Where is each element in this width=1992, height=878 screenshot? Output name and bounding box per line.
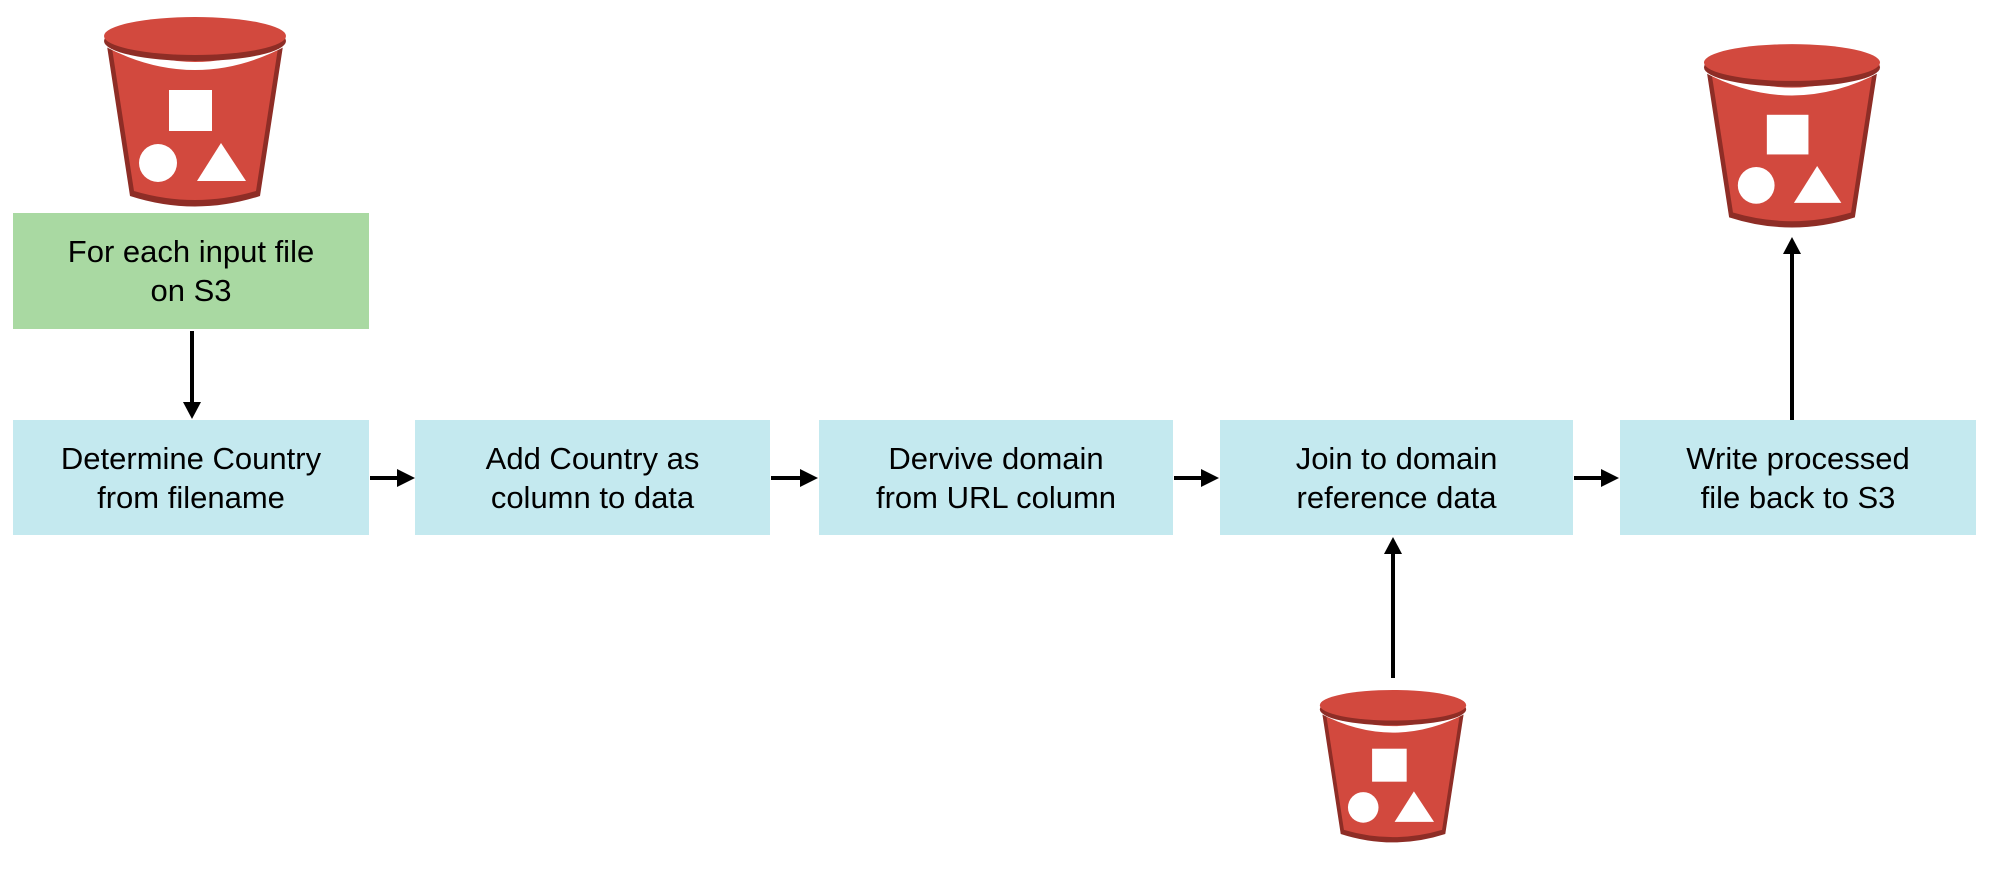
node-write-processed-file: Write processed file back to S3 (1620, 420, 1976, 535)
node-determine-country-from-filename: Determine Country from filename (13, 420, 369, 535)
s3-bucket-reference-icon (1319, 689, 1467, 847)
arrow-reference-bucket-to-step4 (1384, 537, 1402, 678)
node-join-to-domain-reference: Join to domain reference data (1220, 420, 1573, 535)
node-derive-domain-from-url: Dervive domain from URL column (819, 420, 1173, 535)
arrow-step1-to-step2 (370, 469, 415, 487)
node-add-country-as-column: Add Country as column to data (415, 420, 770, 535)
arrow-step4-to-step5 (1574, 469, 1619, 487)
node-for-each-input-file-on-s3: For each input file on S3 (13, 213, 369, 329)
arrow-step5-to-output-bucket (1783, 237, 1801, 420)
arrow-loop-to-step1 (183, 331, 201, 419)
arrow-step2-to-step3 (771, 469, 818, 487)
arrow-step3-to-step4 (1174, 469, 1219, 487)
s3-bucket-output-icon (1703, 43, 1881, 233)
s3-bucket-input-icon (103, 16, 287, 212)
